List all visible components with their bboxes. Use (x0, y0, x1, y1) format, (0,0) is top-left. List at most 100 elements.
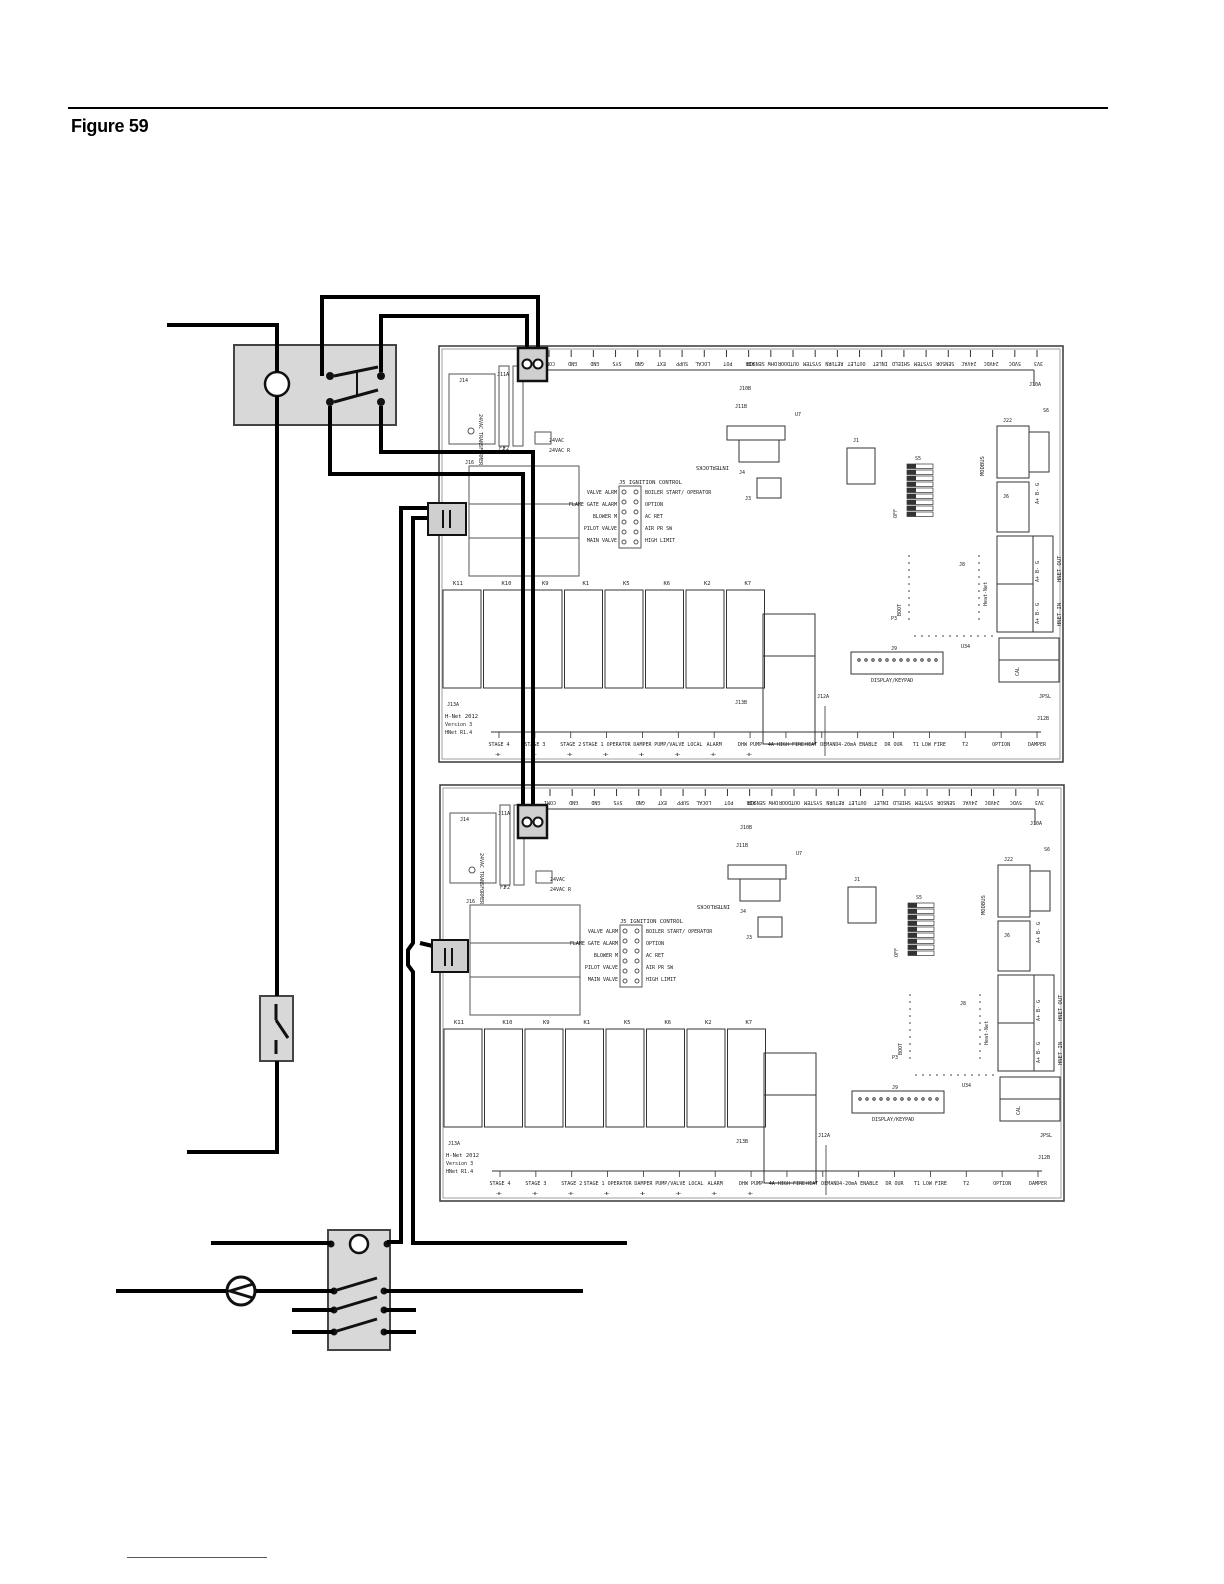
header-label-j16: J16 (466, 899, 475, 905)
relay-k7 (726, 589, 765, 689)
rs485-pinout: A+ B- G (1035, 561, 1041, 582)
relay-label: K6 (664, 581, 671, 587)
relay-label: K6 (665, 1020, 672, 1026)
top-terminal-label: RETURN (826, 799, 844, 805)
relay-k5 (604, 589, 644, 689)
top-terminal-label: AIR (746, 799, 756, 805)
ignition-right-label: AC RET (645, 514, 663, 520)
dip-switch-s5 (906, 463, 934, 517)
header-label-j10a: J10A (1030, 821, 1042, 827)
board-name-line: H-Net 2012 (446, 1153, 479, 1159)
relay-label: K9 (543, 1020, 550, 1026)
ignition-right-label: BOILER START/ OPERATOR (646, 929, 713, 935)
relay-label: K2 (705, 1020, 712, 1026)
header-label-j9: J9 (892, 1085, 898, 1091)
transformer-label: 24VAC TRANSFORMER (478, 853, 484, 905)
field-wiring (116, 295, 627, 1334)
bottom-terminal-label: 4A HIGH FIRE (769, 1181, 805, 1187)
pump-symbol (224, 1275, 257, 1307)
relay-label: K5 (624, 1020, 631, 1026)
relay-label: K10 (503, 1020, 513, 1026)
relay-k7 (727, 1028, 766, 1128)
cal-label: CAL (1015, 667, 1021, 676)
top-terminal-label: OUTDOOR (778, 799, 800, 805)
top-terminal-label: GND (635, 360, 644, 366)
header-label-j9: J9 (891, 646, 897, 652)
cal-label: CAL (1016, 1106, 1022, 1115)
top-terminal-label: 5VDC (1009, 360, 1021, 366)
top-terminal-label: 24VDC (984, 360, 999, 366)
top-terminal-label: SUPP (677, 799, 689, 805)
top-terminal-label: 3V3 (1035, 799, 1044, 805)
relay-k11 (443, 1028, 483, 1128)
interlocks-label: INTERLOCKS (696, 464, 729, 470)
top-terminal-label: OUTLET (848, 799, 866, 805)
header-label-u34: U34 (961, 644, 970, 650)
top-terminal-label: AIR (745, 360, 755, 366)
connector-highlights (427, 346, 549, 973)
header-label-j1: J1 (854, 877, 860, 883)
top-terminal-label: SYSTEM (803, 360, 821, 366)
header-label-j12b: J12B (1038, 1155, 1050, 1161)
boot-label: BOOT (897, 604, 903, 616)
bottom-terminal-label: PUMP/VALVE LOCAL (655, 1181, 703, 1187)
relay-label: K7 (745, 581, 752, 587)
bottom-terminal-label: OPTION (993, 1181, 1011, 1187)
header-label-j4: J4 (740, 909, 746, 915)
top-terminal-label: SYS (614, 799, 623, 805)
header-label-j13b: J13B (735, 700, 747, 706)
bottom-terminal-label: STAGE 1 OPERATOR (583, 742, 632, 748)
top-terminal-label: POT (723, 360, 732, 366)
rs485-pinout: A+ B- G (1036, 1042, 1042, 1063)
contact-symbol: ⊣⊢ (568, 1191, 574, 1197)
relay-label: K10 (502, 581, 512, 587)
contact-symbol: ⊣⊢ (639, 1191, 645, 1197)
top-terminal-label: GND (568, 360, 577, 366)
off-label: OFF (894, 948, 900, 957)
top-terminal-label: COM1 (543, 360, 555, 366)
ac24-label: 24VAC (550, 877, 565, 883)
header-label-s5: S5 (916, 895, 922, 901)
top-terminal-label: POT (724, 799, 733, 805)
top-terminal-label: GND (636, 799, 645, 805)
header-label-j10a: J10A (1029, 382, 1041, 388)
relay-k11 (442, 589, 482, 689)
top-terminal-label: SUPP (676, 360, 688, 366)
header-label-j22: J22 (1003, 418, 1012, 424)
ac24-label: 24VAC (549, 438, 564, 444)
header-label-j12b: J12B (1037, 716, 1049, 722)
relay-k9 (524, 1028, 564, 1128)
ignition-right-label: OPTION (646, 941, 664, 947)
header-label-j6: J6 (1003, 494, 1009, 500)
rs485-pinout: A+ B- G (1035, 483, 1041, 504)
rs485-pinout: A+ B- G (1035, 603, 1041, 624)
top-terminal-label: OUTDOOR (777, 360, 799, 366)
modbus-label: MODBUS (980, 456, 986, 476)
contact-symbol: ⊣⊢ (567, 752, 573, 758)
bottom-terminal-label: T2 (963, 1181, 969, 1187)
ignition-left-label: VALVE ALRM (587, 490, 617, 496)
header-label-u34: U34 (962, 1083, 971, 1089)
header-label-j22: J22 (1004, 857, 1013, 863)
header-label-u7: U7 (796, 851, 802, 857)
contact-symbol: ⊣⊢ (604, 1191, 610, 1197)
contact-symbol: ⊣⊢ (674, 752, 680, 758)
ignition-left-label: VALVE ALRM (588, 929, 618, 935)
top-terminal-label: SHIELD (893, 799, 911, 805)
contact-symbol: ⊣⊢ (532, 1191, 538, 1197)
header-label-j3: J3 (746, 935, 752, 941)
contact-symbol: ⊣⊢ (747, 1191, 753, 1197)
header-label-f3: F3 (500, 885, 506, 891)
ignition-control-title: J5 IGNITION CONTROL (619, 480, 683, 486)
top-terminal-label: GND (569, 799, 578, 805)
ignition-left-label: BLOWER M (593, 514, 617, 520)
board-name-line: HNet R1.4 (445, 730, 472, 736)
top-terminal-label: OUTLET (847, 360, 865, 366)
bottom-terminal-label: STAGE 2 (560, 742, 581, 748)
bottom-terminal-label: PUMP/VALVE LOCAL (654, 742, 702, 748)
header-label-j11b: J11B (735, 404, 747, 410)
ignition-control-title: J5 IGNITION CONTROL (620, 919, 684, 925)
top-terminal-label: LOCAL (695, 360, 710, 366)
boot-label: BOOT (898, 1043, 904, 1055)
